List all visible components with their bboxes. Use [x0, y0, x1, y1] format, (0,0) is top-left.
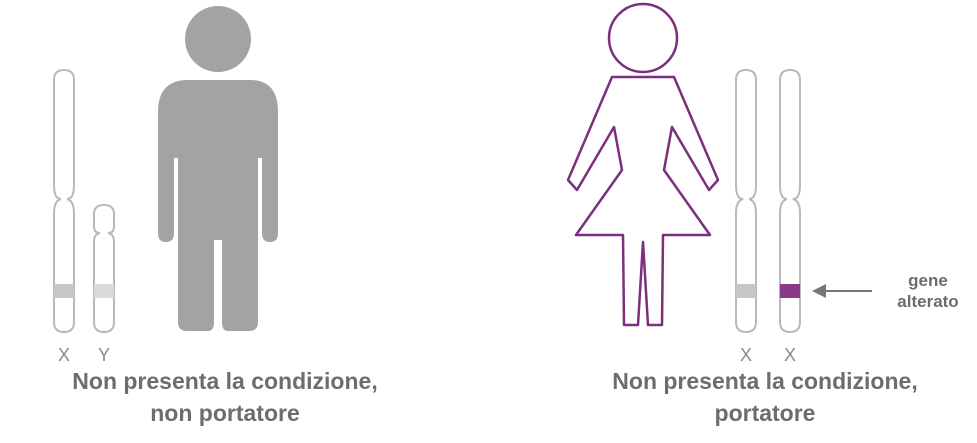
female-x1-band — [736, 284, 756, 298]
left-caption-line1: Non presenta la condizione, — [45, 365, 405, 397]
female-figure-icon — [568, 4, 718, 325]
right-caption-line1: Non presenta la condizione, — [555, 365, 975, 397]
female-chromosome-x1 — [736, 70, 756, 332]
female-x1-label: X — [740, 345, 752, 365]
left-caption: Non presenta la condizione, non portator… — [45, 365, 405, 429]
male-x-band — [54, 284, 74, 298]
right-caption: Non presenta la condizione, portatore — [555, 365, 975, 429]
male-x-label: X — [58, 345, 70, 365]
male-figure-icon — [158, 6, 278, 331]
male-y-band — [94, 284, 114, 298]
altered-gene-band — [780, 284, 800, 298]
right-caption-line2: portatore — [555, 397, 975, 429]
altered-gene-arrow-icon — [812, 284, 872, 298]
male-y-label: Y — [98, 345, 110, 365]
female-x2-label: X — [784, 345, 796, 365]
male-chromosome-x — [54, 70, 74, 332]
annotation-line2: alterato — [897, 292, 958, 311]
annotation-line1: gene — [908, 271, 948, 290]
male-chromosome-y — [94, 205, 114, 332]
left-caption-line2: non portatore — [45, 397, 405, 429]
female-chromosome-x2 — [780, 70, 800, 332]
